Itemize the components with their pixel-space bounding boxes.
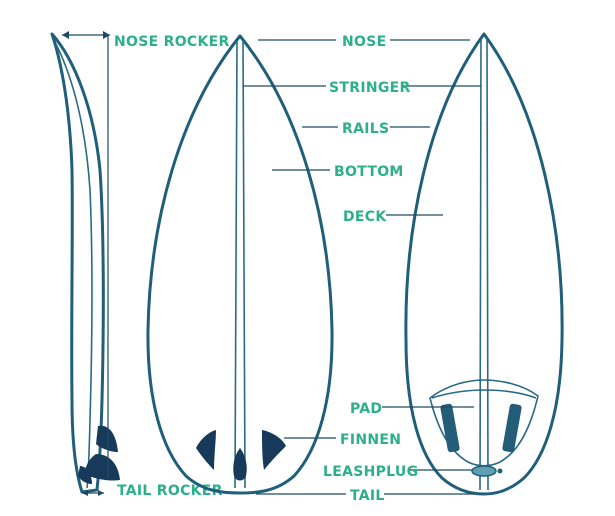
tail-rocker-arrowhead-left (82, 490, 88, 496)
tail-label: TAIL (350, 488, 385, 504)
bottom-fin-center (233, 448, 247, 481)
tail-rocker-dimension: TAIL ROCKER (82, 483, 223, 499)
bottom-stringer-line-right (242, 41, 246, 489)
board-deck-view (404, 32, 564, 496)
stringer-label: STRINGER (329, 80, 411, 96)
leash-plug-icon (471, 465, 497, 477)
side-profile-inner-line (55, 43, 93, 489)
nose-rocker-dimension: NOSE ROCKER (62, 31, 230, 478)
deck-stringer-line-left (479, 39, 482, 491)
deck-pad-bar-right (502, 403, 522, 453)
nose-rocker-arrowhead-right (103, 31, 110, 39)
deck-tail-pad-outline (429, 379, 539, 467)
leash-plug-screw-icon (497, 468, 503, 474)
pad-label: PAD (350, 401, 382, 417)
deck-tail-pad-kick-line (431, 389, 537, 399)
finnen-label: FINNEN (340, 432, 401, 448)
deck-label: DECK (343, 209, 387, 225)
nose-rocker-arrowhead-left (62, 31, 69, 39)
board-bottom-view (146, 34, 334, 495)
tail-rocker-arrowhead-right (98, 490, 104, 496)
board-side-view (50, 32, 120, 494)
deck-board-outline (404, 32, 564, 496)
deck-stringer-line-right (486, 39, 489, 491)
side-fin-front (96, 425, 118, 452)
rails-label: RAILS (342, 121, 389, 137)
bottom-fin-left (196, 430, 216, 470)
nose-label: NOSE (342, 34, 386, 50)
deck-pad-bar-left (440, 403, 460, 453)
side-fin-rear (84, 454, 120, 481)
nose-rocker-label: NOSE ROCKER (114, 34, 230, 50)
bottom-label: BOTTOM (334, 164, 404, 180)
side-fin-small (78, 466, 92, 484)
side-profile-outline (50, 32, 105, 494)
bottom-fin-right (262, 430, 286, 470)
anatomy-labels: NOSE STRINGER RAILS BOTTOM DECK PAD FINN… (243, 34, 481, 504)
leashplug-label: LEASHPLUG (323, 464, 418, 480)
tail-rocker-label: TAIL ROCKER (117, 483, 223, 499)
bottom-board-outline (146, 34, 334, 495)
bottom-stringer-line-left (234, 41, 238, 489)
